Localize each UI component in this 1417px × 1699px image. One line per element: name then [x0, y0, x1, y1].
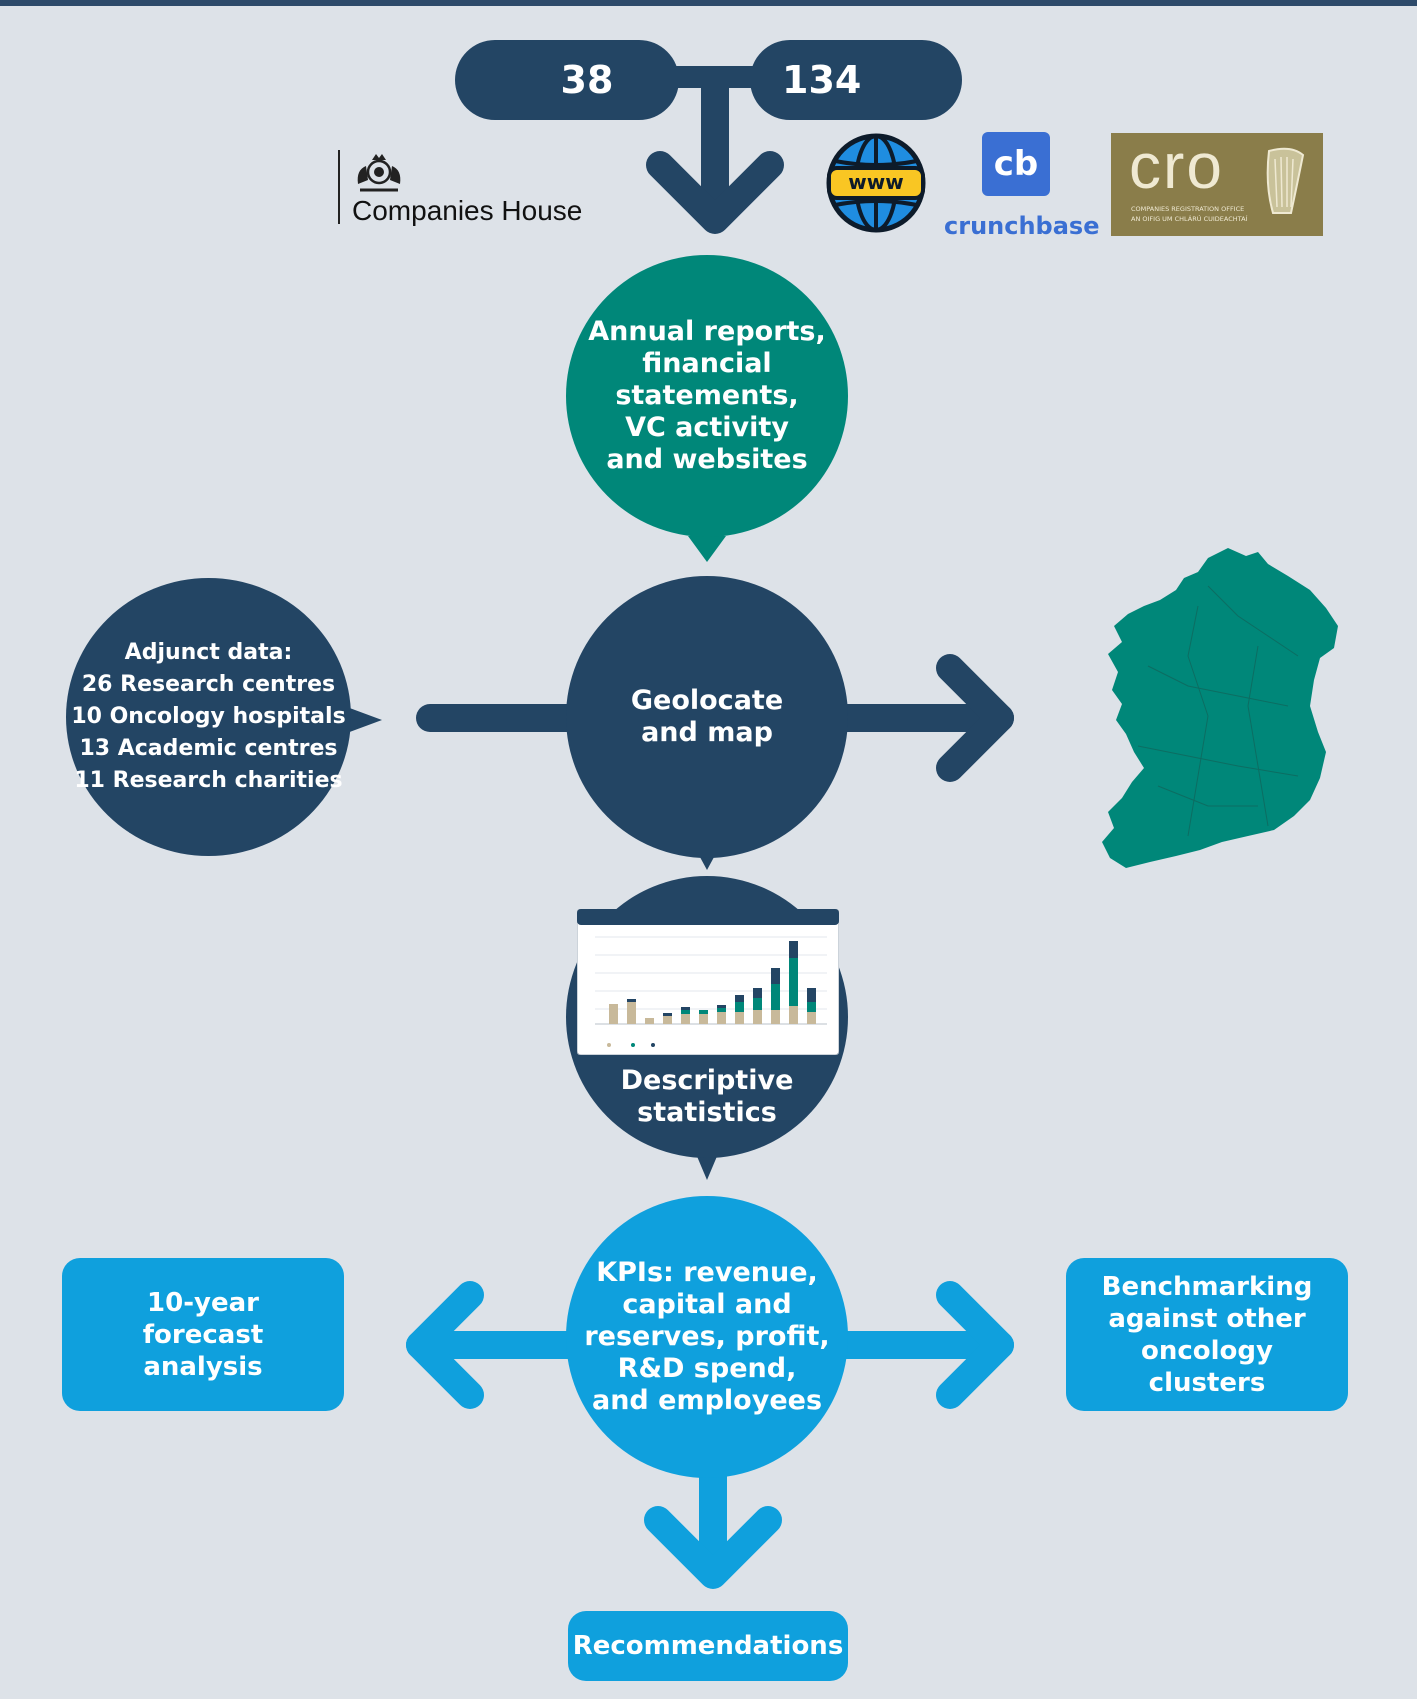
benchmark-line-2: against other [1108, 1303, 1306, 1334]
annual-line-1: Annual reports, [588, 316, 826, 347]
adjunct-line-1: Adjunct data: [124, 640, 293, 665]
globe-www-icon [826, 133, 926, 233]
cro-logo: cro COMPANIES REGISTRATION OFFICE AN OIF… [1111, 130, 1323, 236]
kpis-node: KPIs: revenue, capital and reserves, pro… [566, 1196, 848, 1478]
benchmark-box: Benchmarking against other oncology clus… [1066, 1258, 1348, 1411]
count-pill-134: 134 [750, 40, 962, 120]
cro-line1: COMPANIES REGISTRATION OFFICE [1131, 205, 1245, 213]
companies-house-label: Companies House [352, 195, 583, 226]
annual-line-4: VC activity [625, 412, 789, 443]
crunchbase-mark-icon: cb [982, 132, 1050, 196]
forecast-box: 10-year forecast analysis [62, 1258, 344, 1411]
kpi-line-2: capital and [622, 1289, 792, 1320]
geolocate-line-1: Geolocate [630, 685, 784, 716]
annual-line-2: financial [642, 348, 772, 379]
count-38: 38 [560, 58, 614, 102]
forecast-line-3: analysis [143, 1351, 263, 1382]
adjunct-line-3: 10 Oncology hospitals [71, 704, 346, 729]
adjunct-data-node: Adjunct data: 26 Research centres 10 Onc… [66, 578, 351, 856]
chart-thumbnail-icon [577, 909, 839, 1055]
forecast-line-1: 10-year [147, 1287, 259, 1318]
harp-icon [1266, 147, 1305, 214]
forecast-line-2: forecast [142, 1319, 264, 1350]
count-134: 134 [782, 58, 862, 102]
kpi-line-4: R&D spend, [617, 1353, 797, 1384]
kpi-line-5: and employees [591, 1385, 823, 1416]
count-pill-38: 38 [455, 40, 679, 120]
www-label: www [848, 170, 904, 194]
geolocate-node: Geolocate and map [566, 576, 848, 858]
top-strip [0, 0, 1417, 6]
annual-reports-node: Annual reports, financial statements, VC… [566, 255, 848, 537]
benchmark-line-3: oncology [1141, 1335, 1273, 1366]
cro-mark: cro [1129, 130, 1224, 202]
geolocate-line-2: and map [641, 717, 773, 748]
annual-line-5: and websites [606, 444, 808, 475]
kpi-line-3: reserves, profit, [584, 1321, 830, 1352]
descriptive-line-2: statistics [637, 1097, 777, 1128]
benchmark-line-4: clusters [1148, 1367, 1266, 1398]
cro-line2: AN OIFIG UM CHLÁRÚ CUIDEACHTAÍ [1131, 215, 1248, 223]
pill-connector [676, 66, 754, 88]
royal-crest-icon [357, 154, 401, 192]
adjunct-line-5: 11 Research charities [74, 768, 343, 793]
ireland-map-icon [1102, 548, 1338, 868]
annual-line-3: statements, [615, 380, 799, 411]
crunchbase-mark: cb [993, 144, 1039, 184]
adjunct-line-4: 13 Academic centres [79, 736, 338, 761]
descriptive-line-1: Descriptive [620, 1065, 794, 1096]
crunchbase-label: crunchbase [944, 212, 1100, 240]
kpi-line-1: KPIs: revenue, [596, 1257, 818, 1288]
adjunct-line-2: 26 Research centres [81, 672, 336, 697]
recommendations-box: Recommendations [568, 1611, 848, 1681]
companies-house-divider [338, 150, 340, 224]
benchmark-line-1: Benchmarking [1101, 1271, 1313, 1302]
